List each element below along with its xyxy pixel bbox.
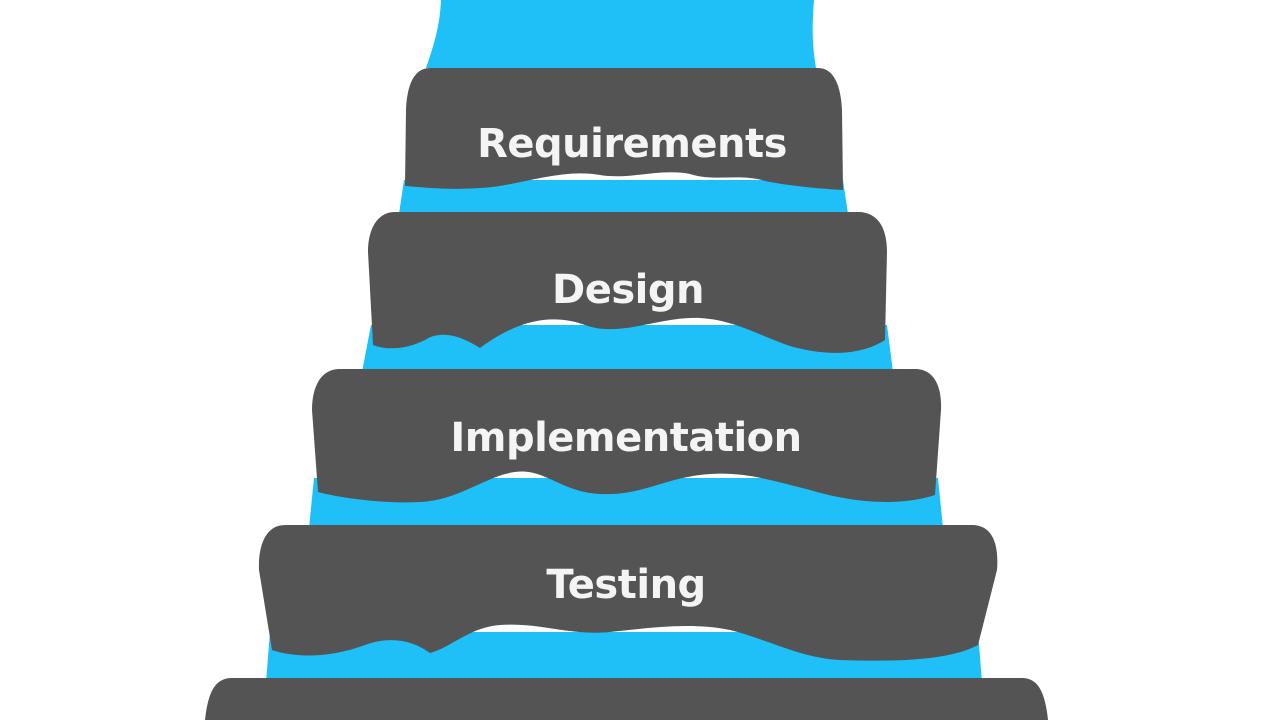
water-band-3 <box>309 478 943 528</box>
step-block-requirements <box>405 68 843 190</box>
water-band-1 <box>399 180 848 214</box>
step-label-testing: Testing <box>546 562 706 608</box>
step-label-requirements: Requirements <box>477 121 787 167</box>
step-block-testing <box>258 525 998 661</box>
step-block-design <box>368 212 887 353</box>
step-block-implementation <box>312 369 942 503</box>
step-label-design: Design <box>552 267 704 313</box>
step-block-bottom <box>205 678 1048 720</box>
step-label-implementation: Implementation <box>450 415 802 461</box>
water-stream-top <box>426 0 816 68</box>
